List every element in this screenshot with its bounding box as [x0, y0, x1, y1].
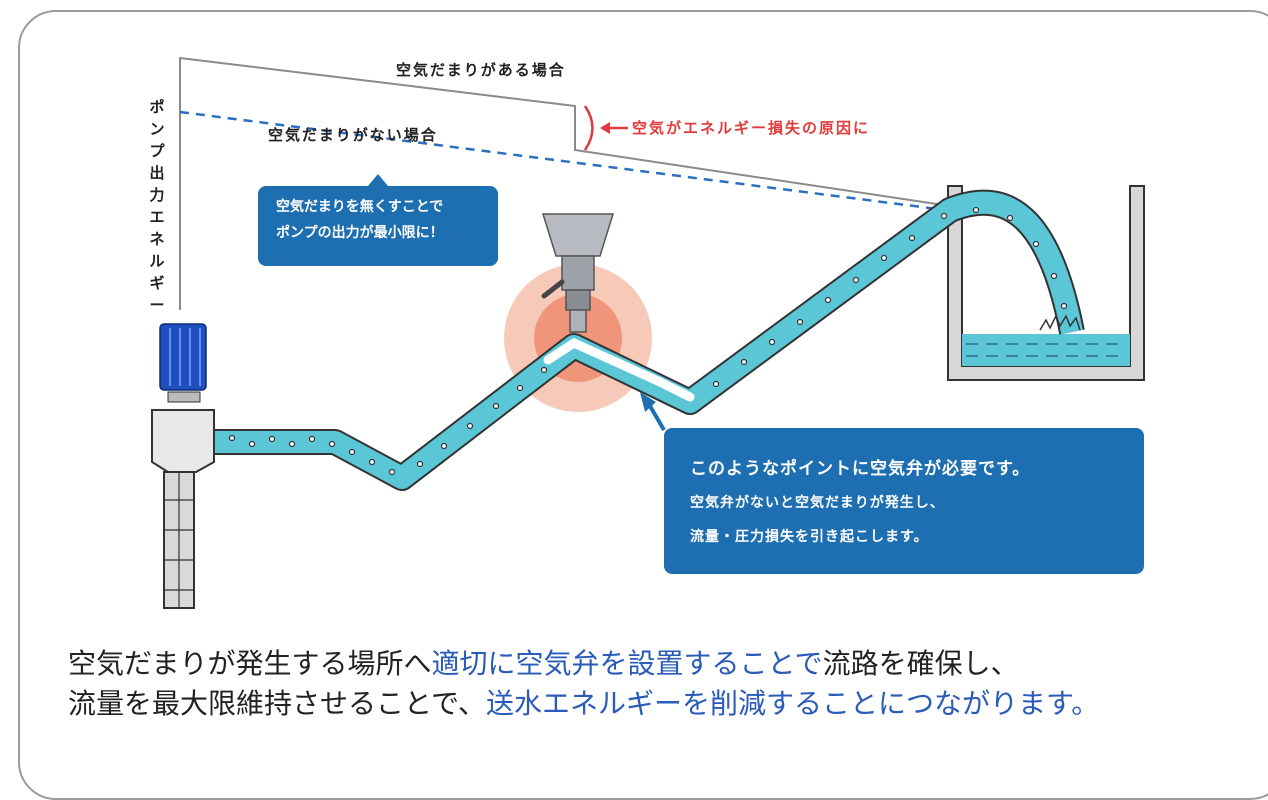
label-vertical-axis: ポンプ出力エネルギー	[149, 98, 165, 314]
label-loss-note: 空気がエネルギー損失の原因に	[632, 119, 870, 137]
splash	[1039, 314, 1081, 331]
pump-motor-icon	[151, 323, 215, 609]
caption-line1-c: 流路を確保し、	[822, 647, 1019, 680]
label-with-air: 空気だまりがある場合	[396, 61, 566, 79]
callout-large-line3: 流量・圧力損失を引き起こします。	[690, 529, 929, 545]
air-pocket	[543, 337, 695, 402]
caption-line2-a: 流量を最大限維持させることで、	[68, 687, 487, 720]
water-tank-icon	[947, 185, 1145, 381]
caption: 空気だまりが発生する場所へ適切に空気弁を設置することで流路を確保し、 流量を最大…	[68, 644, 1258, 724]
loss-bracket	[583, 105, 594, 151]
callout-large-line2: 空気弁がないと空気だまりが発生し、	[690, 495, 945, 511]
callout-small-line2: ポンプの出力が最小限に！	[276, 225, 444, 241]
label-without-air: 空気だまりがない場合	[268, 126, 438, 144]
callout-small: 空気だまりを無くすことで ポンプの出力が最小限に！	[258, 186, 498, 266]
callout-small-pointer	[368, 174, 388, 186]
air-valve-icon	[541, 213, 615, 333]
caption-line2-b: 送水エネルギーを削減することにつながります。	[486, 687, 1100, 720]
arrow-left-icon	[600, 122, 628, 134]
pipeline-diagram: 空気だまりがある場合 空気だまりがない場合 空気がエネルギー損失の原因に	[151, 56, 1145, 609]
caption-line1: 空気だまりが発生する場所へ適切に空気弁を設置することで流路を確保し、	[68, 644, 1258, 684]
caption-line1-a: 空気だまりが発生する場所へ	[68, 647, 432, 680]
energy-line-with-air	[179, 56, 951, 310]
callout-small-line1: 空気だまりを無くすことで	[276, 199, 444, 215]
callout-large-line1: このようなポイントに空気弁が必要です。	[690, 459, 1031, 479]
caption-line2: 流量を最大限維持させることで、送水エネルギーを削減することにつながります。	[68, 684, 1258, 724]
bubbles	[228, 206, 1068, 476]
energy-line-without-air	[179, 110, 946, 212]
callout-large: このようなポイントに空気弁が必要です。 空気弁がないと空気だまりが発生し、 流量…	[664, 428, 1144, 574]
caption-line1-b: 適切に空気弁を設置することで	[431, 647, 823, 680]
